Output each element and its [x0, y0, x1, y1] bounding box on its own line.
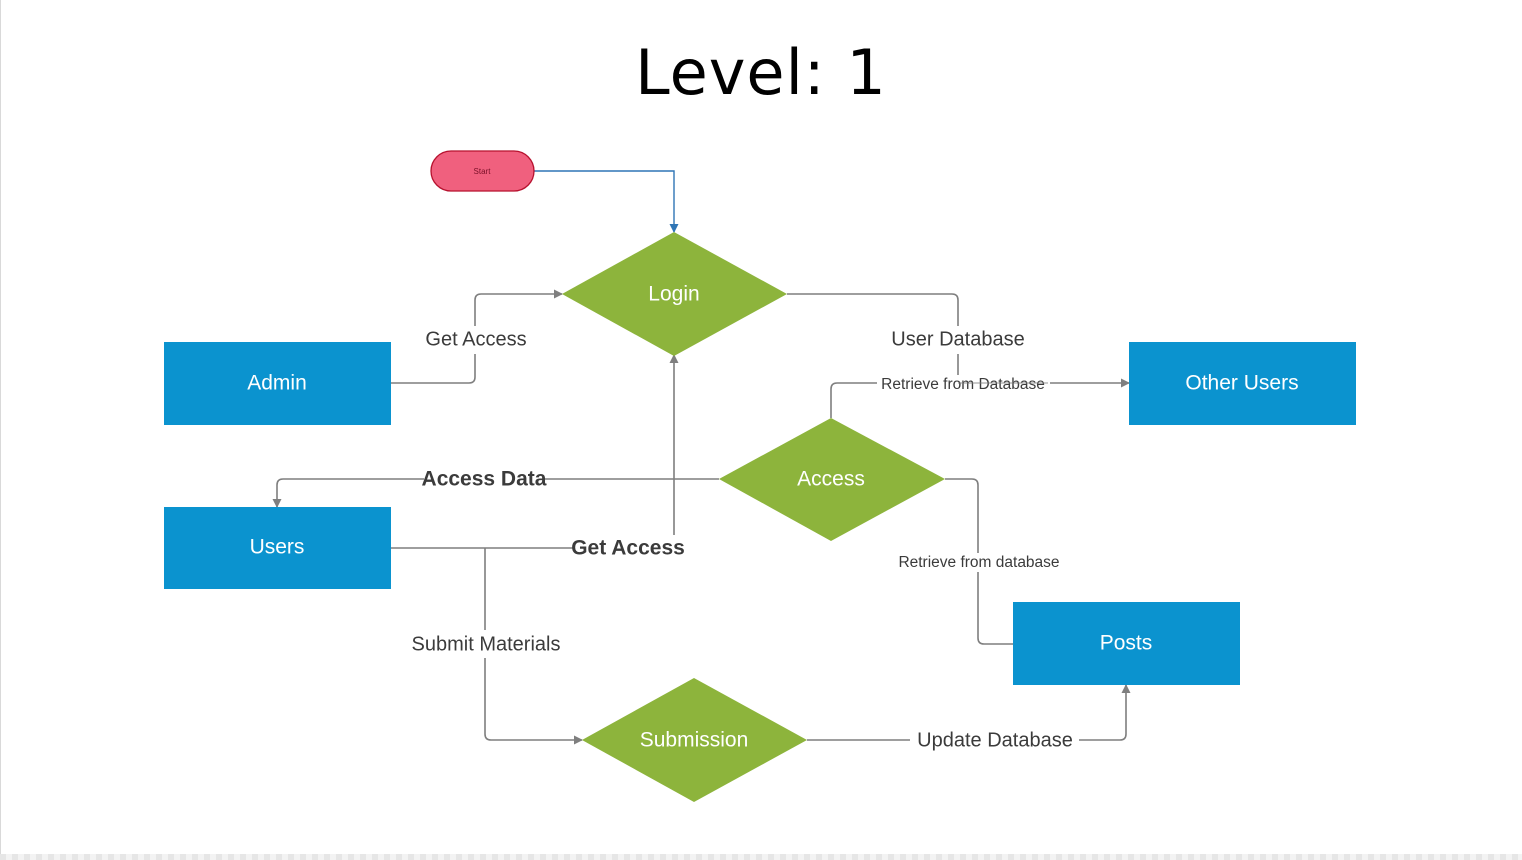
submission-label: Submission: [640, 729, 749, 752]
edge-label-retrieve-posts: Retrieve from database: [898, 554, 1059, 571]
posts-box: Posts: [1013, 602, 1240, 685]
start-terminator: Start: [430, 150, 535, 192]
connector-access-users: [272, 478, 719, 508]
login-decision: Login: [562, 232, 787, 356]
access-label: Access: [797, 468, 865, 491]
access-decision: Access: [719, 418, 945, 541]
diagram-title: Level: 1: [635, 36, 887, 109]
frame-edge: [0, 0, 1, 855]
connector-access-retrieve: [830, 382, 958, 418]
edge-label-submit-materials: Submit Materials: [412, 633, 561, 655]
edge-label-users-get-access: Get Access: [571, 537, 685, 560]
edge-label-update-database: Update Database: [917, 729, 1073, 751]
posts-label: Posts: [1100, 632, 1153, 655]
connector-users-login: [391, 354, 679, 549]
edge-label-access-data: Access Data: [422, 468, 547, 491]
admin-label: Admin: [247, 372, 307, 395]
edge-label-user-database: User Database: [891, 328, 1024, 350]
other-users-box: Other Users: [1129, 342, 1356, 425]
connector-submission-posts: [807, 684, 1131, 741]
edge-label-admin-login: Get Access: [425, 328, 526, 350]
login-label: Login: [648, 283, 699, 306]
users-label: Users: [250, 536, 305, 559]
admin-box: Admin: [164, 342, 391, 425]
users-box: Users: [164, 507, 391, 589]
edge-label-retrieve-from-database: Retrieve from Database: [881, 376, 1045, 393]
frame-bottom-edge: [0, 854, 1522, 860]
start-label: Start: [474, 167, 492, 176]
connector-start-login: [534, 170, 679, 233]
submission-decision: Submission: [582, 678, 807, 802]
other-users-label: Other Users: [1185, 372, 1298, 395]
connector-users-submission: [484, 548, 583, 745]
